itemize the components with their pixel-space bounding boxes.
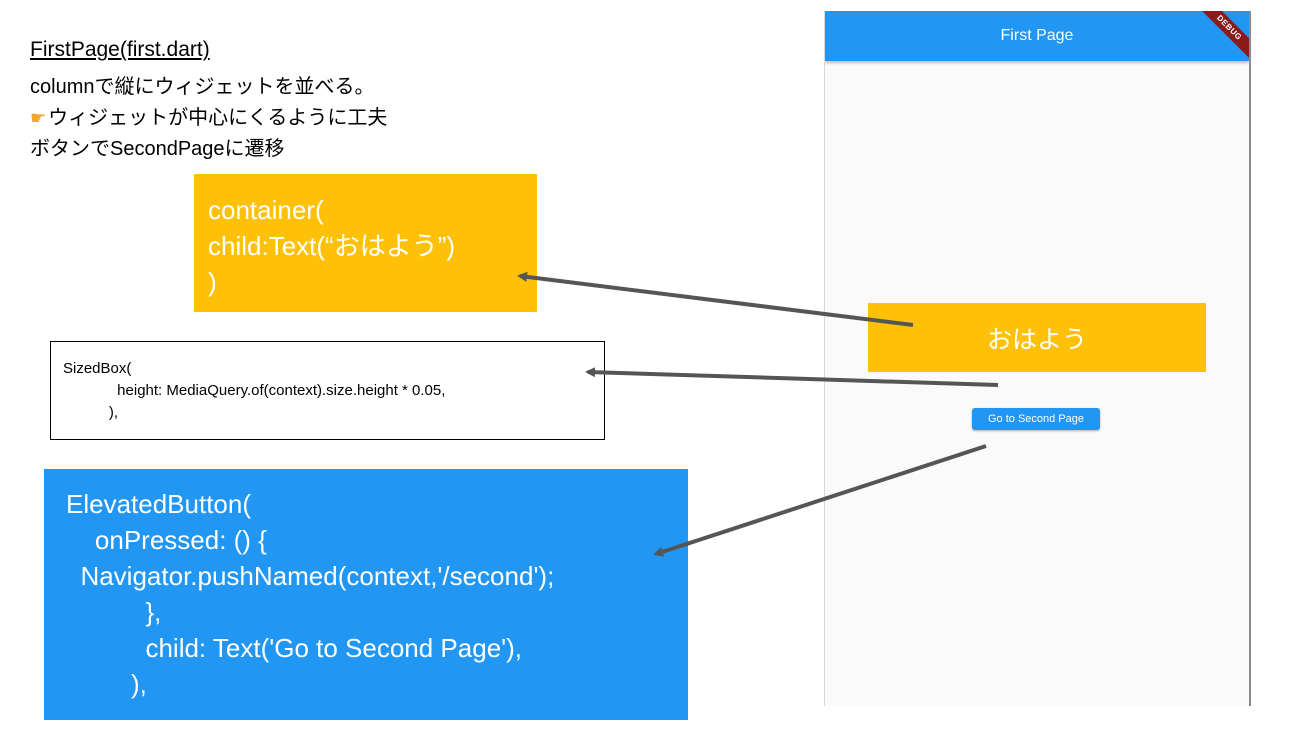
phone-screen: First Page DEBUG おはよう Go to Second Page	[824, 11, 1251, 706]
code-line: onPressed: () {	[66, 525, 267, 555]
code-line: SizedBox(	[63, 360, 132, 377]
code-line: child:Text(“おはよう”)	[208, 231, 456, 261]
app-bar: First Page	[825, 11, 1249, 61]
arrow-to-button-code	[653, 444, 987, 557]
code-line: )	[208, 267, 217, 297]
description-title: FirstPage(first.dart)	[30, 38, 210, 61]
code-line: ),	[66, 669, 147, 699]
app-bar-title: First Page	[1000, 27, 1074, 44]
description-line-2-text: ウィジェットが中心にくるように工夫	[48, 107, 388, 129]
code-line: Navigator.pushNamed(context,'/second');	[66, 561, 555, 591]
container-code-box: container( child:Text(“おはよう”) )	[194, 174, 537, 312]
code-line: height: MediaQuery.of(context).size.heig…	[63, 382, 446, 399]
elevatedbutton-code-box: ElevatedButton( onPressed: () { Navigato…	[44, 469, 688, 720]
arrow-to-sizedbox-code	[585, 367, 999, 387]
code-line: container(	[208, 195, 324, 225]
greeting-container: おはよう	[868, 303, 1206, 372]
arrow-to-container-code	[517, 271, 914, 327]
description-line-3: ボタンでSecondPageに遷移	[30, 138, 285, 160]
sizedbox-code-box: SizedBox( height: MediaQuery.of(context)…	[50, 341, 605, 440]
description-line-2: ☛ウィジェットが中心にくるように工夫	[30, 101, 387, 130]
description-line-1: columnで縦にウィジェットを並べる。	[30, 76, 375, 98]
code-line: child: Text('Go to Second Page'),	[66, 633, 523, 663]
code-line: },	[66, 597, 162, 627]
code-line: ),	[63, 404, 119, 421]
go-to-second-page-button[interactable]: Go to Second Page	[972, 408, 1100, 430]
code-line: ElevatedButton(	[66, 489, 252, 519]
pointing-hand-icon: ☛	[30, 108, 47, 128]
